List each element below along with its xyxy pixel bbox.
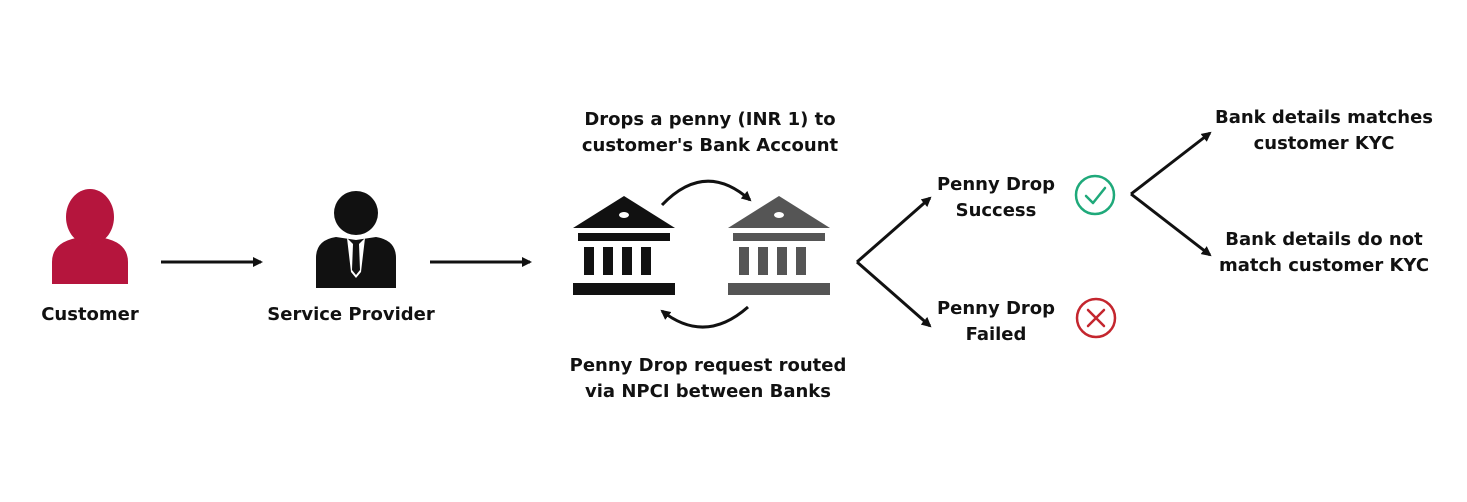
check-circle-icon xyxy=(1074,174,1116,216)
service-provider-label: Service Provider xyxy=(267,304,435,325)
customer-label: Customer xyxy=(41,304,139,325)
arrow-bank-forward xyxy=(660,179,752,207)
bank-icon xyxy=(573,196,675,295)
failed-label: Penny Drop Failed xyxy=(936,298,1056,345)
arrow-to-nomatch xyxy=(1130,192,1212,257)
penny-drop-caption: Drops a penny (INR 1) to customer's Bank… xyxy=(581,109,839,156)
routing-caption: Penny Drop request routed via NPCI betwe… xyxy=(569,355,847,402)
arrow-to-success xyxy=(856,196,932,264)
arrow-to-match xyxy=(1130,131,1212,196)
success-label: Penny Drop Success xyxy=(936,174,1056,221)
arrow-to-failed xyxy=(856,260,932,328)
arrow-bank-back xyxy=(660,305,749,329)
bank-icon xyxy=(728,196,830,295)
x-circle-icon xyxy=(1075,297,1117,339)
businessman-icon xyxy=(316,191,396,288)
person-icon xyxy=(52,189,128,284)
kyc-nomatch-label: Bank details do not match customer KYC xyxy=(1218,229,1430,276)
kyc-match-label: Bank details matches customer KYC xyxy=(1215,107,1433,154)
